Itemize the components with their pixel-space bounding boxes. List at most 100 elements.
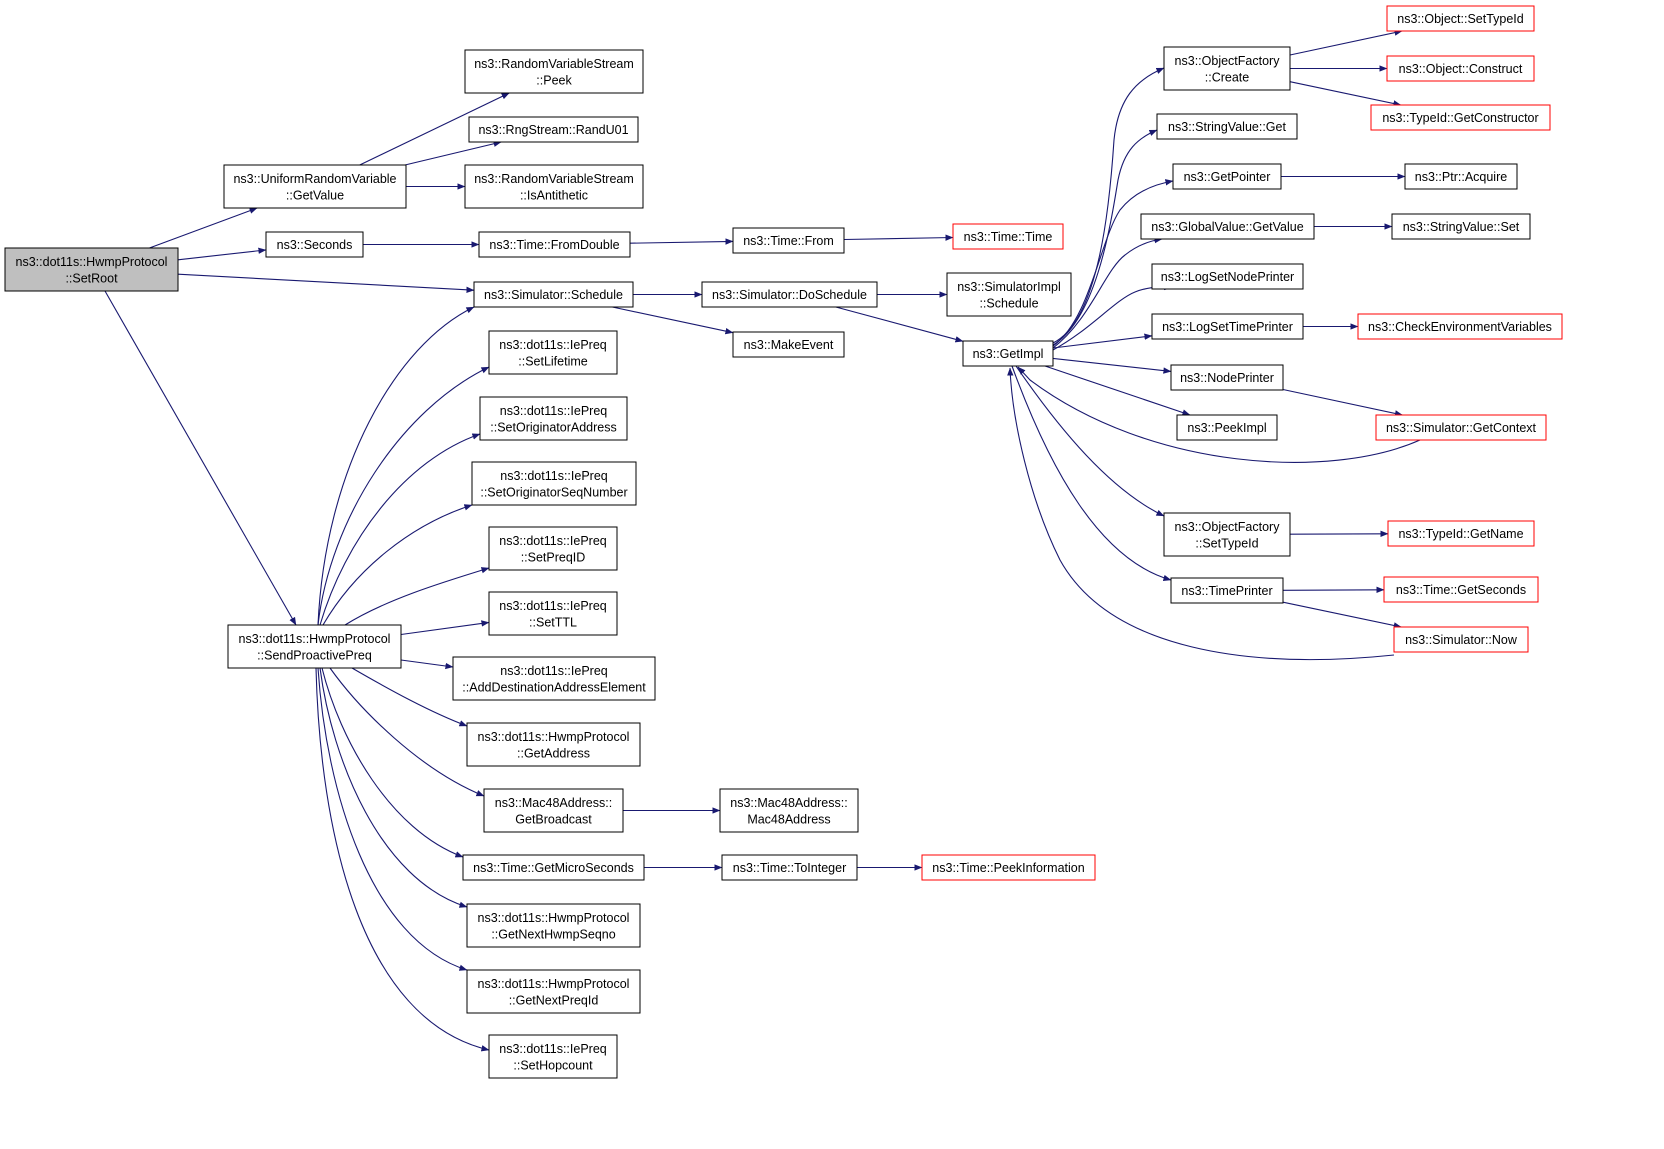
node-time_from[interactable]: ns3::Time::From xyxy=(732,227,845,254)
node-urv_getvalue[interactable]: ns3::UniformRandomVariable::GetValue xyxy=(223,164,407,209)
node-hwmp_getnexthwmpseqno[interactable]: ns3::dot11s::HwmpProtocol::GetNextHwmpSe… xyxy=(466,903,641,948)
node-box xyxy=(1170,364,1284,391)
node-ieprq_adddest[interactable]: ns3::dot11s::IePreq::AddDestinationAddre… xyxy=(452,656,656,701)
node-sim_now[interactable]: ns3::Simulator::Now xyxy=(1393,626,1529,653)
node-time_fromdouble[interactable]: ns3::Time::FromDouble xyxy=(478,231,631,258)
edge-sendproactivepreq-to-ieprq_setorigseq xyxy=(322,504,473,626)
node-getimpl[interactable]: ns3::GetImpl xyxy=(962,340,1054,367)
node-label: Mac48Address xyxy=(747,812,830,826)
node-ieprq_setpreqid[interactable]: ns3::dot11s::IePreq::SetPreqID xyxy=(488,526,618,571)
node-ieprq_sethopcount[interactable]: ns3::dot11s::IePreq::SetHopcount xyxy=(488,1034,618,1079)
node-label: ns3::SimulatorImpl xyxy=(957,280,1061,294)
node-stringvalue_set[interactable]: ns3::StringValue::Set xyxy=(1391,213,1531,240)
node-label: ns3::LogSetTimePrinter xyxy=(1162,320,1293,334)
node-nodeprinter[interactable]: ns3::NodePrinter xyxy=(1170,364,1284,391)
node-time_getseconds[interactable]: ns3::Time::GetSeconds xyxy=(1383,576,1539,603)
node-label: ::Create xyxy=(1205,70,1250,84)
node-time_time[interactable]: ns3::Time::Time xyxy=(952,223,1064,250)
node-sim_schedule[interactable]: ns3::Simulator::Schedule xyxy=(473,281,634,308)
node-label: ::GetNextHwmpSeqno xyxy=(491,927,615,941)
node-sim_doschedule[interactable]: ns3::Simulator::DoSchedule xyxy=(701,281,878,308)
node-ptr_acquire[interactable]: ns3::Ptr::Acquire xyxy=(1404,163,1518,190)
node-obj_construct[interactable]: ns3::Object::Construct xyxy=(1386,55,1535,82)
node-obj_settypeid[interactable]: ns3::Object::SetTypeId xyxy=(1386,5,1535,32)
node-checkenvvars[interactable]: ns3::CheckEnvironmentVariables xyxy=(1357,313,1563,340)
edge-layer xyxy=(104,29,1421,1052)
node-label: ::SetHopcount xyxy=(513,1058,593,1072)
node-label: ns3::dot11s::HwmpProtocol xyxy=(478,977,630,991)
node-box xyxy=(1383,576,1539,603)
node-objfactory_settypeid[interactable]: ns3::ObjectFactory::SetTypeId xyxy=(1163,512,1291,557)
node-typeid_getctor[interactable]: ns3::TypeId::GetConstructor xyxy=(1370,104,1551,131)
node-label: ::SetTypeId xyxy=(1195,536,1258,550)
edge-root-to-sendproactivepreq xyxy=(104,290,297,626)
node-box xyxy=(479,396,628,441)
edge-nodeprinter-to-sim_getcontext xyxy=(1282,388,1403,417)
node-box xyxy=(1375,414,1547,441)
node-box xyxy=(227,624,402,669)
node-label: ns3::dot11s::IePreq xyxy=(499,338,607,352)
node-mac48_getbroadcast[interactable]: ns3::Mac48Address::GetBroadcast xyxy=(483,788,624,833)
node-timeprinter[interactable]: ns3::TimePrinter xyxy=(1170,577,1284,604)
node-peekimpl[interactable]: ns3::PeekImpl xyxy=(1176,414,1278,441)
node-label: ns3::RngStream::RandU01 xyxy=(478,123,628,137)
node-sendproactivepreq[interactable]: ns3::dot11s::HwmpProtocol::SendProactive… xyxy=(227,624,402,669)
node-time_peekinfo[interactable]: ns3::Time::PeekInformation xyxy=(921,854,1096,881)
edge-getimpl-to-timeprinter xyxy=(1011,365,1172,582)
node-box xyxy=(468,116,639,143)
node-box xyxy=(1163,46,1291,91)
node-mac48_ctor[interactable]: ns3::Mac48Address::Mac48Address xyxy=(719,788,859,833)
node-box xyxy=(464,49,644,94)
node-stringvalue_get[interactable]: ns3::StringValue::Get xyxy=(1156,113,1298,140)
node-sim_getcontext[interactable]: ns3::Simulator::GetContext xyxy=(1375,414,1547,441)
node-rvs_peek[interactable]: ns3::RandomVariableStream::Peek xyxy=(464,49,644,94)
node-root: ns3::dot11s::HwmpProtocol::SetRoot xyxy=(4,247,179,292)
node-box xyxy=(1176,414,1278,441)
node-box xyxy=(1404,163,1518,190)
node-label: ns3::Mac48Address:: xyxy=(495,796,612,810)
node-objfactory_create[interactable]: ns3::ObjectFactory::Create xyxy=(1163,46,1291,91)
node-box xyxy=(1151,313,1304,340)
node-box xyxy=(4,247,179,292)
node-rng_randu01[interactable]: ns3::RngStream::RandU01 xyxy=(468,116,639,143)
node-box xyxy=(488,330,618,375)
node-label: ns3::StringValue::Set xyxy=(1403,220,1520,234)
node-seconds[interactable]: ns3::Seconds xyxy=(265,231,364,258)
edge-getimpl-to-getpointer xyxy=(1052,179,1174,347)
node-box xyxy=(1370,104,1551,131)
edge-sendproactivepreq-to-hwmp_getnextpreqid xyxy=(317,667,468,971)
node-rvs_isantithetic[interactable]: ns3::RandomVariableStream::IsAntithetic xyxy=(464,164,644,209)
node-label: ns3::Object::Construct xyxy=(1399,62,1523,76)
node-box xyxy=(488,591,618,636)
node-label: ns3::Time::PeekInformation xyxy=(932,861,1084,875)
node-label: ns3::Time::Time xyxy=(964,230,1053,244)
node-getpointer[interactable]: ns3::GetPointer xyxy=(1172,163,1282,190)
node-label: ::AddDestinationAddressElement xyxy=(462,680,646,694)
node-label: ::Schedule xyxy=(979,296,1038,310)
node-label: ns3::MakeEvent xyxy=(744,338,834,352)
node-logsettimeprinter[interactable]: ns3::LogSetTimePrinter xyxy=(1151,313,1304,340)
node-makeevent[interactable]: ns3::MakeEvent xyxy=(732,331,845,358)
node-globalvalue_getvalue[interactable]: ns3::GlobalValue::GetValue xyxy=(1140,213,1315,240)
node-logsetnodeprinter[interactable]: ns3::LogSetNodePrinter xyxy=(1151,263,1304,290)
node-box xyxy=(1172,163,1282,190)
edge-sendproactivepreq-to-ieprq_setttl xyxy=(400,620,490,636)
node-label: ns3::Simulator::Now xyxy=(1405,633,1518,647)
node-ieprq_setlifetime[interactable]: ns3::dot11s::IePreq::SetLifetime xyxy=(488,330,618,375)
node-typeid_getname[interactable]: ns3::TypeId::GetName xyxy=(1387,520,1535,547)
node-box xyxy=(1386,55,1535,82)
node-label: ns3::Seconds xyxy=(277,238,353,252)
node-label: ::SendProactivePreq xyxy=(257,648,372,662)
node-hwmp_getnextpreqid[interactable]: ns3::dot11s::HwmpProtocol::GetNextPreqId xyxy=(466,969,641,1014)
node-label: ::GetAddress xyxy=(517,746,590,760)
node-ieprq_setorigseq[interactable]: ns3::dot11s::IePreq::SetOriginatorSeqNum… xyxy=(471,461,637,506)
node-time_getmicro[interactable]: ns3::Time::GetMicroSeconds xyxy=(462,854,645,881)
edge-objfactory_create-to-obj_settypeid xyxy=(1289,29,1403,56)
node-ieprq_setttl[interactable]: ns3::dot11s::IePreq::SetTTL xyxy=(488,591,618,636)
edge-sendproactivepreq-to-ieprq_setpreqid xyxy=(344,567,490,626)
node-simimpl_schedule[interactable]: ns3::SimulatorImpl::Schedule xyxy=(946,272,1072,317)
node-time_tointeger[interactable]: ns3::Time::ToInteger xyxy=(721,854,858,881)
node-box xyxy=(478,231,631,258)
node-ieprq_setorigaddr[interactable]: ns3::dot11s::IePreq::SetOriginatorAddres… xyxy=(479,396,628,441)
node-hwmp_getaddress[interactable]: ns3::dot11s::HwmpProtocol::GetAddress xyxy=(466,722,641,767)
